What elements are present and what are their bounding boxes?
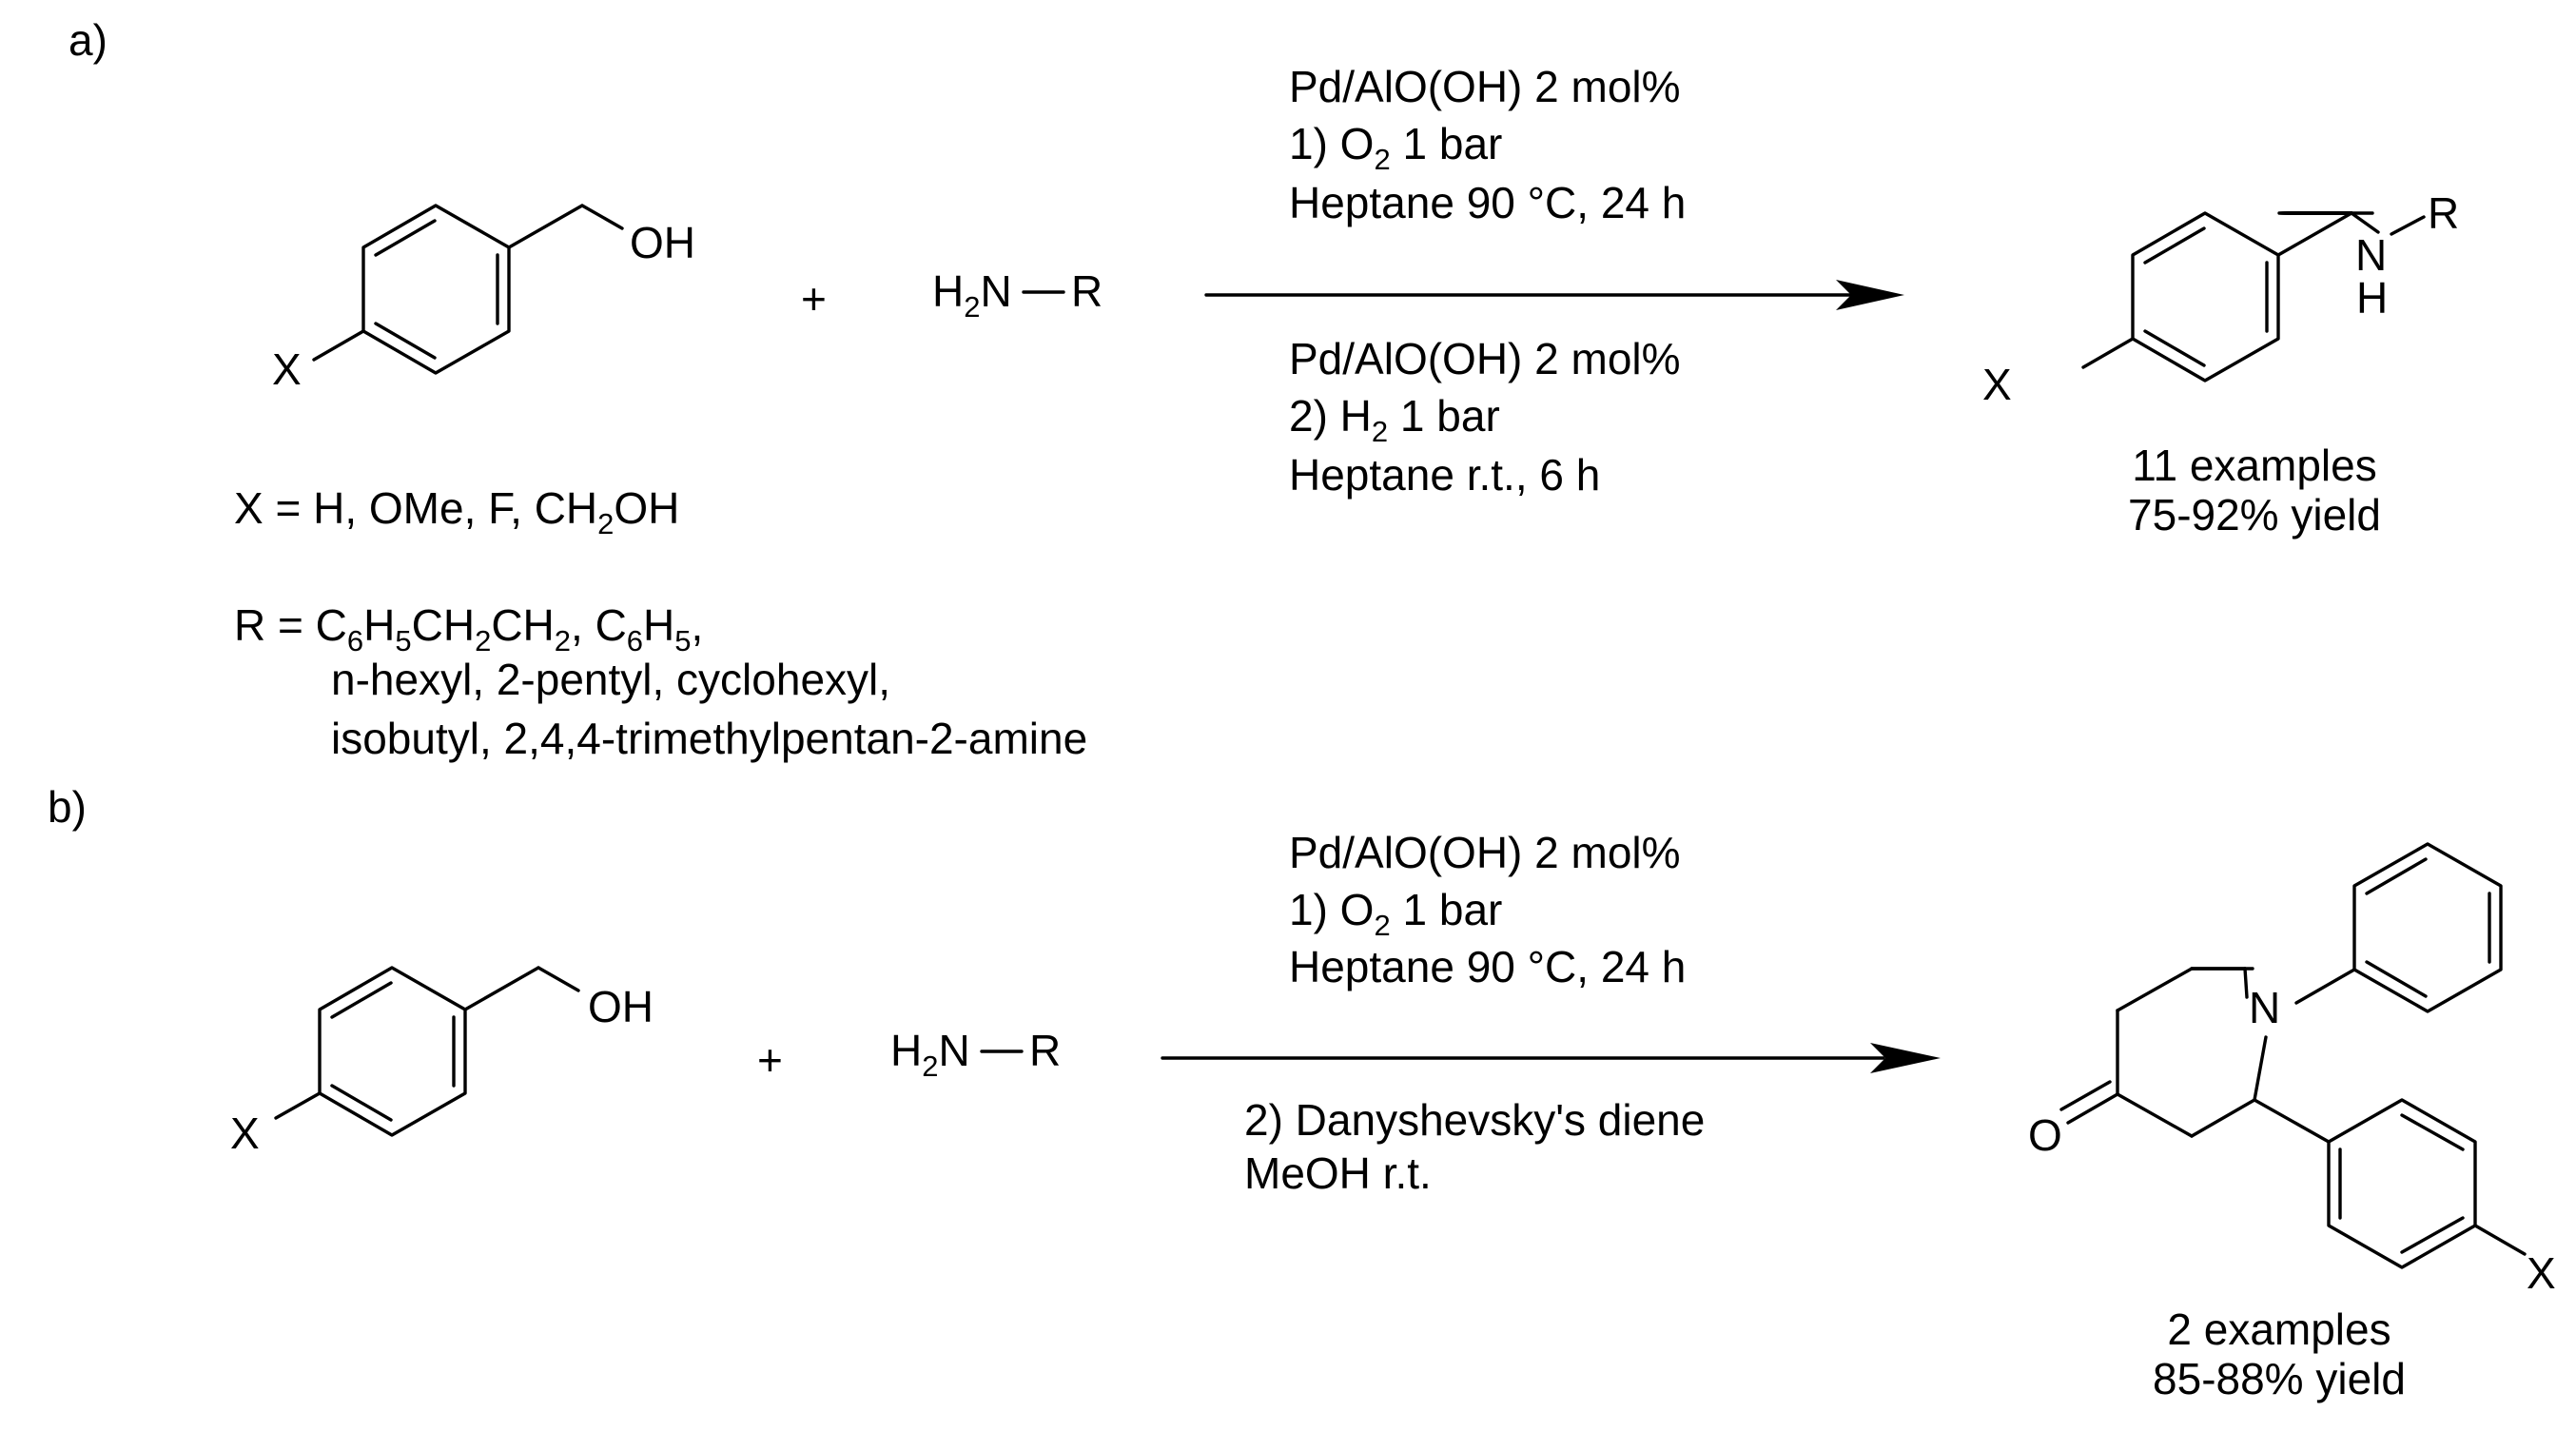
panel-a-r-definition: R = C6H5CH2CH2, C6H5, xyxy=(234,600,703,657)
panel-b-conditions-bottom: 2) Danyshevsky's diene MeOH r.t. xyxy=(1244,1095,1705,1198)
panel-b-label: b) xyxy=(48,782,87,832)
panel-a-conditions-bottom: Pd/AlO(OH) 2 mol% 2) H2 1 bar Heptane r.… xyxy=(1289,334,1681,500)
panel-b-product-o: O xyxy=(2028,1110,2062,1160)
svg-text:Pd/AlO(OH) 2 mol%: Pd/AlO(OH) 2 mol% xyxy=(1289,828,1681,877)
svg-text:Heptane 90 °C, 24 h: Heptane 90 °C, 24 h xyxy=(1289,942,1686,991)
panel-b-yield: 85-88% yield xyxy=(2153,1354,2406,1403)
panel-a-conditions-top: Pd/AlO(OH) 2 mol% 1) O2 1 bar Heptane 90… xyxy=(1289,62,1686,227)
panel-a-benzyl-alcohol: OH X xyxy=(272,204,695,394)
panel-a-product-n: N xyxy=(2355,230,2387,280)
panel-b-benzyl-alcohol: OH X xyxy=(230,966,654,1158)
svg-text:1) O2 1 bar: 1) O2 1 bar xyxy=(1289,885,1502,942)
panel-a-examples: 11 examples xyxy=(2132,441,2376,490)
panel-a-label: a) xyxy=(68,15,107,65)
panel-b-product-n: N xyxy=(2249,983,2280,1032)
svg-text:Heptane 90 °C, 24 h: Heptane 90 °C, 24 h xyxy=(1289,178,1686,227)
panel-a-amine-formula: H2N xyxy=(932,266,1012,324)
panel-a-r-definition-line3: isobutyl, 2,4,4-trimethylpentan-2-amine xyxy=(331,714,1087,763)
svg-text:MeOH r.t.: MeOH r.t. xyxy=(1244,1148,1432,1198)
svg-text:2) Danyshevsky's diene: 2) Danyshevsky's diene xyxy=(1244,1095,1705,1145)
panel-a-plus-sign: + xyxy=(801,274,827,324)
panel-b-amine-r: R xyxy=(1029,1026,1061,1075)
panel-b-amine: H2N R xyxy=(890,1026,1061,1083)
panel-b-reaction-arrow xyxy=(1161,1043,1941,1073)
panel-a-x-definition: X = H, OMe, F, CH2OH xyxy=(234,483,679,540)
panel-b-product-x: X xyxy=(2527,1248,2556,1298)
panel-a-product-x: X xyxy=(1982,360,2012,409)
panel-a-product-h: H xyxy=(2356,273,2388,323)
panel-a: a) OH X + H2N R Pd/AlO(OH) 2 mol% xyxy=(68,15,2459,763)
panel-a-reaction-arrow xyxy=(1204,280,1904,310)
panel-b-plus-sign: + xyxy=(757,1035,783,1085)
panel-b: b) OH X + H2N R Pd/AlO(OH) 2 mol% xyxy=(48,782,2556,1403)
panel-b-examples: 2 examples xyxy=(2167,1304,2391,1354)
panel-a-product-r: R xyxy=(2428,188,2459,238)
panel-a-yield: 75-92% yield xyxy=(2128,490,2381,539)
svg-text:Pd/AlO(OH) 2 mol%: Pd/AlO(OH) 2 mol% xyxy=(1289,334,1681,383)
panel-a-product-amine: N H R X xyxy=(1982,188,2459,409)
svg-text:Heptane r.t., 6 h: Heptane r.t., 6 h xyxy=(1289,450,1600,500)
panel-a-amine: H2N R xyxy=(932,266,1103,324)
panel-b-product-piperidinone: N O X xyxy=(2028,842,2556,1298)
svg-text:1) O2 1 bar: 1) O2 1 bar xyxy=(1289,119,1502,176)
panel-a-amine-r: R xyxy=(1071,266,1103,316)
panel-b-amine-formula: H2N xyxy=(890,1026,970,1083)
panel-b-hydroxyl-label: OH xyxy=(588,982,654,1031)
panel-a-x-substituent: X xyxy=(272,344,302,394)
panel-a-r-definition-line2: n-hexyl, 2-pentyl, cyclohexyl, xyxy=(331,655,890,704)
svg-text:Pd/AlO(OH) 2 mol%: Pd/AlO(OH) 2 mol% xyxy=(1289,62,1681,111)
panel-a-hydroxyl-label: OH xyxy=(630,218,695,267)
panel-b-x-substituent: X xyxy=(230,1108,260,1158)
panel-b-conditions-top: Pd/AlO(OH) 2 mol% 1) O2 1 bar Heptane 90… xyxy=(1289,828,1686,991)
svg-text:2) H2 1 bar: 2) H2 1 bar xyxy=(1289,391,1500,448)
